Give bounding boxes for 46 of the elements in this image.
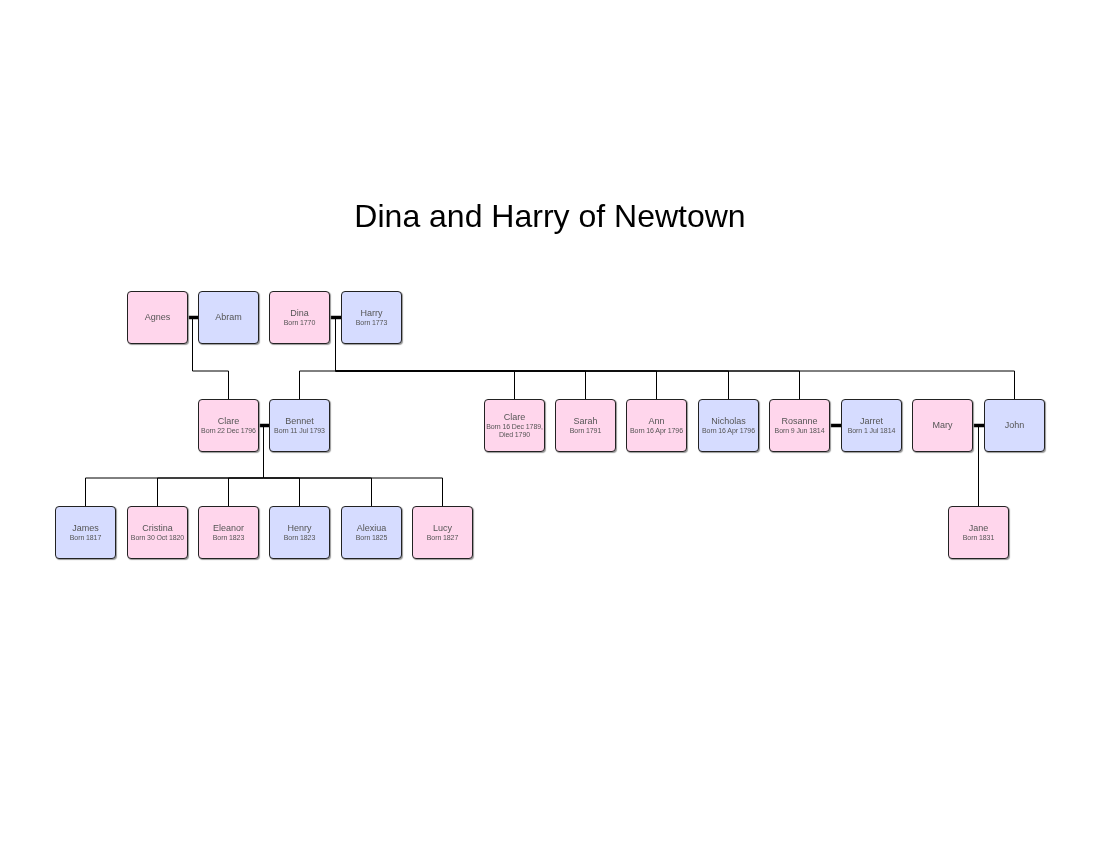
person-name: James [72, 523, 99, 534]
person-card [341, 506, 402, 559]
person-card [55, 506, 116, 559]
person-card [198, 291, 259, 344]
descent-line [192, 317, 229, 400]
person-name: Clare [217, 416, 240, 427]
person-card [269, 399, 330, 452]
person-card [912, 399, 973, 452]
person-name: Alexiua [356, 523, 387, 534]
person-name: Abram [215, 312, 242, 323]
person-card [769, 399, 830, 452]
person-card [698, 399, 759, 452]
descent-line [263, 425, 443, 507]
person-card [341, 291, 402, 344]
person-card [626, 399, 687, 452]
person-name: Mary [932, 420, 953, 431]
person-card [948, 506, 1009, 559]
diagram-title: Dina and Harry of Newtown [353, 198, 747, 235]
person-name: Eleanor [213, 523, 244, 534]
descent-line [335, 317, 1015, 400]
person-card [841, 399, 902, 452]
person-card [198, 506, 259, 559]
person-name: Jane [968, 523, 989, 534]
person-name: Dina [290, 308, 309, 319]
person-name: Bennet [285, 416, 314, 427]
person-name: Jarret [860, 416, 883, 427]
person-name: John [1004, 420, 1025, 431]
person-card [198, 399, 259, 452]
person-card [555, 399, 616, 452]
person-name: Rosanne [781, 416, 818, 427]
person-card [412, 506, 473, 559]
person-name: Ann [648, 416, 665, 427]
person-name: Harry [360, 308, 383, 319]
person-name: Henry [287, 523, 312, 534]
person-name: Lucy [433, 523, 452, 534]
person-name: Nicholas [711, 416, 746, 427]
person-card [127, 291, 188, 344]
person-card [984, 399, 1045, 452]
person-card [269, 506, 330, 559]
person-card [484, 399, 545, 452]
person-name: Cristina [142, 523, 173, 534]
person-name: Clare [503, 412, 526, 423]
person-card [127, 506, 188, 559]
person-card [269, 291, 330, 344]
person-name: Agnes [144, 312, 171, 323]
person-name: Sarah [573, 416, 598, 427]
